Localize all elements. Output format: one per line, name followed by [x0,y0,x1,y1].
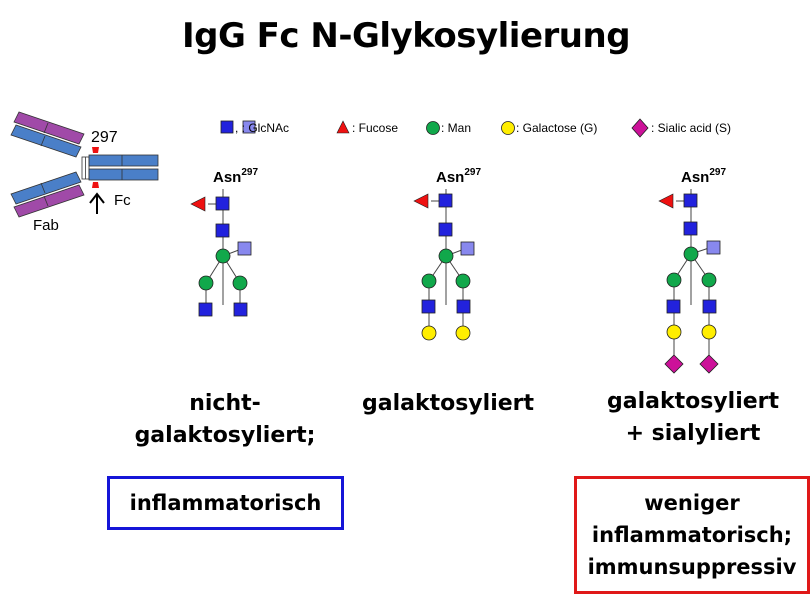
immunosuppressive-text: weniger inflammatorisch; immunsuppressiv [587,491,797,579]
man-icon [232,275,248,291]
man-icon [438,248,454,264]
legend-galactose: : Galactose (G) [516,121,597,135]
legend-glcnac: , : GlcNAc [235,121,289,135]
immunosuppressive-box: weniger inflammatorisch; immunsuppressiv [574,476,810,594]
glcnac-icon [438,193,453,208]
antibody-schematic: 297 Fc Fab [10,111,159,234]
legend: , : GlcNAc : Fucose : Man : Galactose (G… [220,118,731,138]
glycan-structure-galacto: Asn297 [413,167,481,341]
structure-label-galacto: galaktosyliert [361,391,535,416]
glcnac-icon [456,299,471,314]
legend-man: : Man [441,121,471,135]
galactose-icon [701,324,717,340]
glcnac-icon [666,299,681,314]
fc-chain-upper [88,154,159,167]
man-icon [455,273,471,289]
glcnac-icon [220,120,234,134]
asn-label: Asn297 [681,167,726,186]
sialic-icon [699,354,719,374]
glcnac-icon [215,223,230,238]
fucose-icon [413,193,429,209]
glcnac-light-icon [242,120,256,134]
lower-heavy-chain [10,171,82,205]
glycan-structure-agalacto: Asn297 [190,167,258,317]
page-title: IgG Fc N-Glykosylierung [181,16,631,56]
fucose-icon [190,196,206,212]
legend-sialic: : Sialic acid (S) [651,121,731,135]
man-icon [666,272,682,288]
man-icon [683,246,699,262]
structure-label-agalacto: nicht- galaktosyliert; [134,391,316,448]
sialic-icon [631,118,649,138]
inflammatory-box: inflammatorisch [107,476,344,530]
fucose-icon [658,193,674,209]
glycan-marker-upper [92,147,99,153]
man-icon [426,121,440,135]
glcnac-icon [215,196,230,211]
man-icon [701,272,717,288]
glycan-structure-sialylated: Asn297 [658,167,726,374]
legend-fucose: : Fucose [352,121,398,135]
fucose-icon [336,120,350,134]
structure-label-sialylated: galaktosyliert + sialyliert [606,389,780,446]
glcnac-light-icon [460,241,475,256]
galactose-icon [666,324,682,340]
galactose-icon [501,121,515,135]
glcnac-icon [702,299,717,314]
fc-arrowhead [89,192,105,204]
glcnac-icon [198,302,213,317]
glcnac-icon [683,193,698,208]
inflammatory-text: inflammatorisch [129,491,322,515]
lower-light-chain [13,184,85,218]
man-icon [215,248,231,264]
glcnac-light-icon [237,241,252,256]
asn-label: Asn297 [213,167,258,186]
asn-label: Asn297 [436,167,481,186]
glcnac-icon [683,221,698,236]
site-label: 297 [91,129,118,146]
sialic-icon [664,354,684,374]
glycan-marker-lower [92,182,99,188]
glcnac-icon [421,299,436,314]
upper-heavy-chain [10,124,82,158]
glcnac-light-icon [706,240,721,255]
upper-light-chain [13,111,85,145]
fab-label: Fab [33,217,59,234]
galactose-icon [421,325,437,341]
man-icon [198,275,214,291]
glcnac-icon [438,222,453,237]
fc-label: Fc [114,192,131,209]
glcnac-icon [233,302,248,317]
fc-chain-lower [88,168,159,181]
galactose-icon [455,325,471,341]
man-icon [421,273,437,289]
